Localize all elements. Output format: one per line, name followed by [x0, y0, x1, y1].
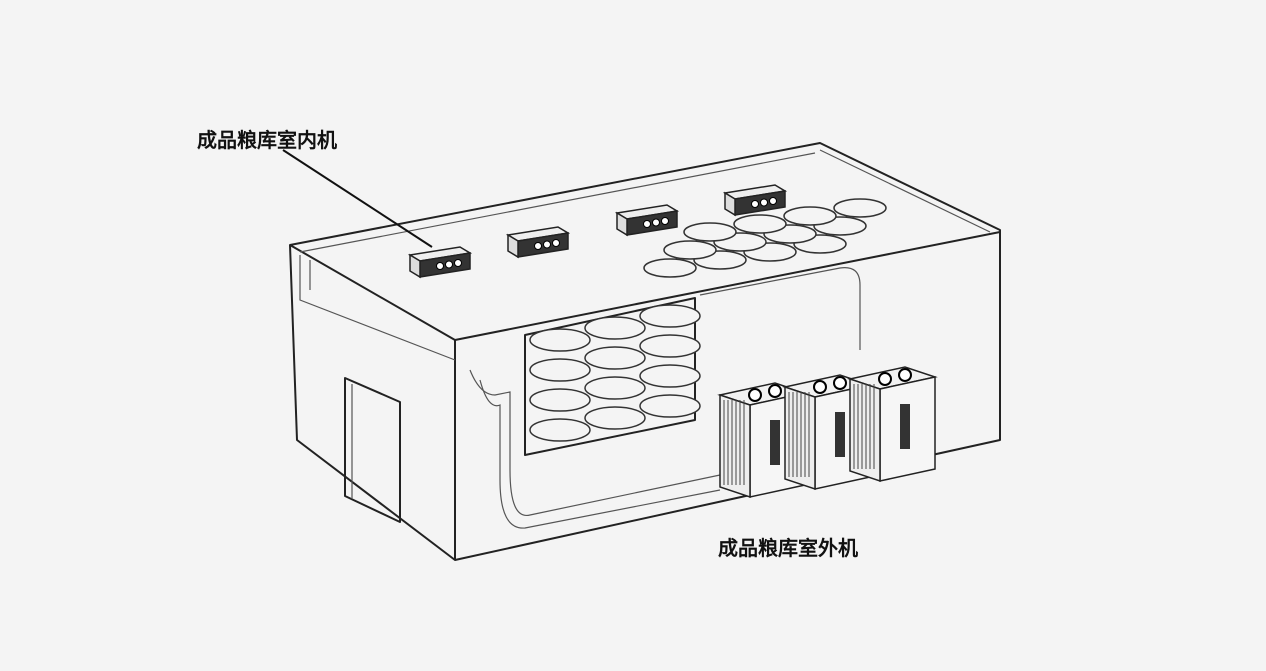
grain-bag: [584, 376, 646, 400]
door: [344, 377, 401, 523]
grain-bag: [529, 418, 591, 442]
outdoor-unit-label: 成品粮库室外机: [718, 536, 858, 560]
grain-bag: [663, 240, 717, 260]
grain-bag: [639, 334, 701, 358]
indoor-unit: [722, 184, 788, 217]
grain-bag: [529, 328, 591, 352]
grain-bag: [783, 206, 837, 226]
grain-stack-back: [643, 198, 887, 278]
indoor-unit-leader-line: [282, 149, 433, 248]
outdoor-units: [717, 366, 938, 499]
grain-bag: [529, 388, 591, 412]
grain-bag: [639, 394, 701, 418]
grain-bag: [584, 316, 646, 340]
grain-bag: [639, 364, 701, 388]
grain-bag: [529, 358, 591, 382]
indoor-units: [407, 184, 788, 279]
grain-bag: [683, 222, 737, 242]
indoor-unit-label: 成品粮库室内机: [197, 128, 337, 152]
grain-bag: [733, 214, 787, 234]
indoor-unit: [407, 246, 473, 279]
grain-stack-front: [524, 297, 701, 456]
grain-bag: [833, 198, 887, 218]
warehouse-building: [289, 142, 1001, 561]
grain-bag: [639, 304, 701, 328]
grain-bag: [643, 258, 697, 278]
grain-bag: [584, 406, 646, 430]
outdoor-unit: [847, 366, 938, 483]
grain-bag: [584, 346, 646, 370]
indoor-unit: [614, 204, 680, 237]
indoor-unit: [505, 226, 571, 259]
